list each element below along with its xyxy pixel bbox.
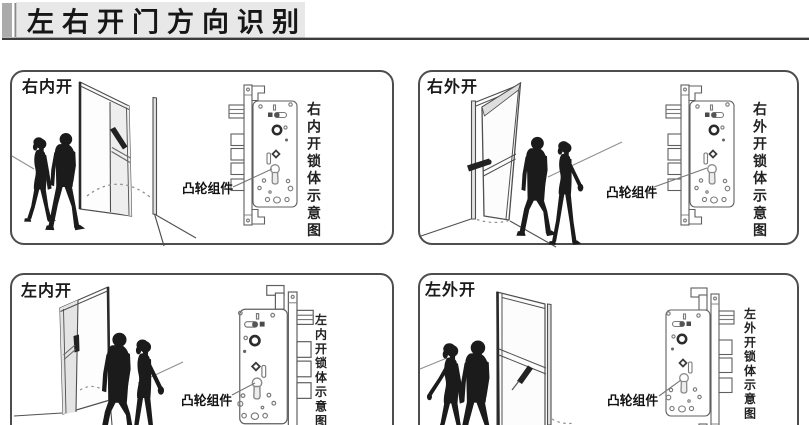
svg-text:凸轮组件: 凸轮组件 bbox=[607, 393, 658, 408]
svg-text:图: 图 bbox=[307, 222, 321, 238]
svg-text:右内开: 右内开 bbox=[22, 77, 73, 96]
svg-text:意: 意 bbox=[744, 391, 756, 406]
svg-text:开: 开 bbox=[753, 136, 767, 152]
svg-text:凸轮组件: 凸轮组件 bbox=[181, 393, 232, 408]
svg-text:图: 图 bbox=[744, 406, 756, 420]
svg-text:内: 内 bbox=[315, 326, 327, 341]
svg-text:图: 图 bbox=[315, 414, 327, 425]
svg-text:右外开: 右外开 bbox=[427, 77, 478, 96]
svg-text:锁: 锁 bbox=[307, 153, 321, 169]
svg-text:左外开: 左外开 bbox=[424, 280, 476, 299]
svg-text:图: 图 bbox=[753, 222, 767, 238]
svg-text:锁: 锁 bbox=[753, 153, 767, 169]
svg-text:示: 示 bbox=[753, 188, 767, 204]
svg-text:示: 示 bbox=[307, 188, 321, 204]
svg-text:凸轮组件: 凸轮组件 bbox=[182, 181, 233, 196]
svg-text:右: 右 bbox=[752, 101, 767, 117]
svg-text:意: 意 bbox=[315, 398, 327, 413]
svg-text:开: 开 bbox=[315, 342, 327, 356]
svg-text:外: 外 bbox=[753, 118, 767, 134]
svg-text:意: 意 bbox=[307, 205, 321, 221]
svg-text:开: 开 bbox=[744, 335, 756, 349]
svg-text:示: 示 bbox=[743, 378, 756, 392]
svg-text:外: 外 bbox=[744, 320, 756, 335]
svg-text:左: 左 bbox=[743, 306, 756, 321]
svg-text:左右开门方向识别: 左右开门方向识别 bbox=[27, 7, 307, 38]
svg-text:示: 示 bbox=[314, 385, 327, 399]
svg-text:体: 体 bbox=[753, 170, 768, 186]
svg-text:体: 体 bbox=[307, 170, 322, 186]
svg-text:体: 体 bbox=[315, 370, 328, 385]
svg-text:体: 体 bbox=[744, 363, 757, 378]
svg-text:右: 右 bbox=[306, 101, 321, 117]
svg-text:开: 开 bbox=[307, 136, 321, 152]
svg-text:凸轮组件: 凸轮组件 bbox=[606, 185, 657, 200]
svg-text:内: 内 bbox=[307, 118, 321, 134]
svg-text:锁: 锁 bbox=[315, 355, 327, 370]
svg-text:左内开: 左内开 bbox=[20, 281, 72, 300]
svg-text:锁: 锁 bbox=[744, 349, 756, 364]
svg-text:左: 左 bbox=[314, 312, 327, 327]
svg-text:意: 意 bbox=[753, 205, 767, 221]
